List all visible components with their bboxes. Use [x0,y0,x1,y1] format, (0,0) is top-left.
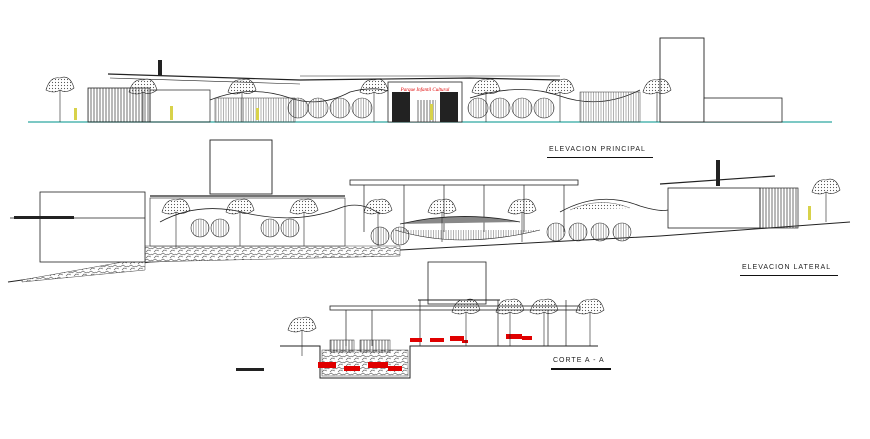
right-tower [659,37,705,123]
trees-section [287,298,605,356]
lateral-right-block [667,187,761,229]
label-elevacion-lateral: ELEVACION LATERAL [742,264,832,271]
section-a-a [236,261,605,379]
underline-lateral [740,275,838,276]
trees-row-1 [45,76,672,122]
underline-principal [547,157,653,158]
entrance-sign: Parque Infantil Cultural [400,88,450,93]
underline-section [551,368,611,370]
trees-row-2 [161,178,841,248]
elevation-principal: Parque Infantil Cultural [28,37,832,123]
label-corte-a-a: CORTE A - A [553,357,605,364]
facade-circles [287,97,555,119]
red-play-equipment [318,334,532,371]
elevation-lateral [7,139,851,283]
label-elevacion-principal: ELEVACION PRINCIPAL [549,146,646,153]
lateral-tower [209,139,273,195]
lateral-pergola [349,179,579,186]
